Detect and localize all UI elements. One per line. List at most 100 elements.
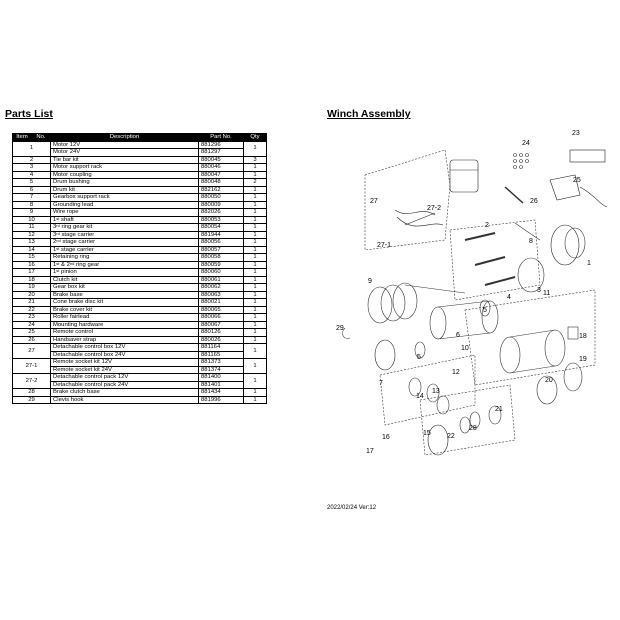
parts-table-header: Item No. Description Part No. Qty (12, 133, 267, 142)
part-number-cell: 880059 (198, 260, 244, 269)
description-cell: Tie bar kit (50, 155, 199, 164)
item-cell: 27 (12, 343, 51, 359)
description-cell: Detachable control pack 12V (50, 373, 199, 382)
wire-rope-part (367, 282, 466, 324)
qty-cell: 1 (243, 245, 267, 254)
header-part-no: Part No. (198, 133, 244, 142)
item-cell: 28 (12, 388, 51, 397)
brake-cover-part (427, 424, 449, 456)
item-cell: 25 (12, 328, 51, 337)
winch-exploded-diagram: 1234556789101112131415161718192021222324… (336, 130, 608, 456)
description-cell: 1st & 2nd ring gear (50, 260, 199, 269)
drum-bushing-part (479, 299, 491, 317)
qty-cell: 1 (243, 298, 267, 307)
callout-label: 8 (529, 238, 533, 245)
qty-cell: 1 (243, 388, 267, 397)
tie-bar-part (464, 232, 496, 241)
part-number-cell: 880058 (198, 253, 244, 262)
part-number-cell: 880046 (198, 163, 244, 172)
callout-label: 29 (336, 325, 344, 332)
part-number-cell: 881374 (198, 365, 244, 374)
part-number-cell: 882162 (198, 185, 244, 194)
part-number-cell: 881400 (198, 373, 244, 382)
callout-label: 5 (417, 354, 421, 361)
callout-label: 2 (485, 222, 489, 229)
qty-cell: 1 (243, 223, 267, 232)
part-number-cell: 880047 (198, 170, 244, 179)
item-cell: 7 (12, 193, 51, 202)
clevis-hook-part (342, 327, 351, 339)
qty-cell: 1 (243, 335, 267, 344)
description-cell: Wire rope (50, 208, 199, 217)
callout-label: 27-2 (427, 205, 441, 212)
part-number-cell: 880061 (198, 275, 244, 284)
item-cell: 1 (12, 140, 51, 157)
description-cell: Gearbox support rack (50, 193, 199, 202)
gear-housing-part (499, 329, 566, 374)
qty-cell: 1 (243, 253, 267, 262)
cable-harness-part (394, 209, 444, 227)
description-cell: Detachable control pack 24V (50, 380, 199, 389)
item-cell: 13 (12, 238, 51, 247)
motor-support-part (517, 257, 545, 293)
gearbox-support-part (374, 339, 396, 371)
qty-cell: 1 (243, 268, 267, 277)
qty-cell: 1 (243, 185, 267, 194)
item-cell: 27-1 (12, 358, 51, 374)
handsaver-strap-part (504, 186, 524, 204)
control-box-part (449, 159, 479, 193)
description-cell: 2nd stage carrier (50, 238, 199, 247)
item-cell: 5 (12, 178, 51, 187)
item-cell: 8 (12, 200, 51, 209)
part-number-cell: 880054 (198, 223, 244, 232)
description-cell: Remote socket kit 24V (50, 365, 199, 374)
callout-label: 20 (545, 377, 553, 384)
qty-cell: 1 (243, 215, 267, 224)
part-number-cell: 880045 (198, 155, 244, 164)
part-number-cell: 881297 (198, 148, 244, 157)
qty-cell: 2 (243, 178, 267, 187)
description-cell: Detachable control box 24V (50, 350, 199, 359)
callout-label: 15 (423, 430, 431, 437)
part-number-cell: 881944 (198, 230, 244, 239)
gear-group-frame (464, 289, 596, 386)
version-footer: 2022/02/24 Ver:12 (327, 505, 377, 511)
part-number-cell: 880126 (198, 328, 244, 337)
item-cell: 11 (12, 223, 51, 232)
item-cell: 26 (12, 335, 51, 344)
qty-cell: 1 (243, 373, 267, 389)
qty-cell: 1 (243, 163, 267, 172)
callout-label: 27-1 (377, 242, 391, 249)
qty-cell: 1 (243, 395, 267, 404)
header-item: Item (12, 133, 32, 142)
description-cell: Remote socket kit 12V (50, 358, 199, 367)
callout-label: 9 (368, 278, 372, 285)
description-cell: Handsaver strap (50, 335, 199, 344)
callout-label: 5 (483, 307, 487, 314)
gearbox-kit-part (563, 362, 583, 392)
item-cell: 24 (12, 320, 51, 329)
qty-cell: 1 (243, 305, 267, 314)
description-cell: 1st pinion (50, 268, 199, 277)
callout-label: 13 (432, 388, 440, 395)
description-cell: Drum kit (50, 185, 199, 194)
description-cell: 3rd stage carrier (50, 230, 199, 239)
